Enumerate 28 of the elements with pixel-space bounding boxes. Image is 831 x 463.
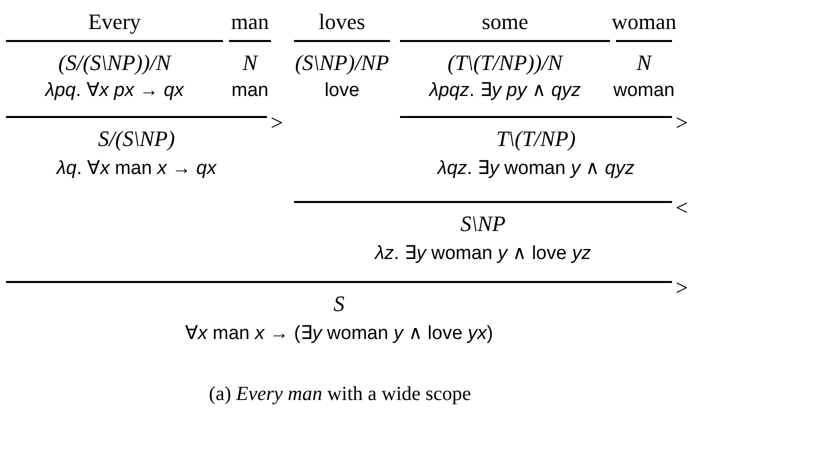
word-label: Every xyxy=(88,8,141,36)
semantics-formula: λz. ∃y woman y ∧ love yz xyxy=(375,242,591,266)
category-label: S xyxy=(334,291,344,317)
category-label: N xyxy=(636,50,652,76)
rule-marker: > xyxy=(270,112,283,134)
category-label: (T\(T/NP))/N xyxy=(448,50,562,76)
category-label: S\NP xyxy=(460,211,506,237)
category-label: (S/(S\NP))/N xyxy=(58,50,171,76)
semantics-formula: λpq. ∀x px → qx xyxy=(45,79,184,103)
word-label: loves xyxy=(318,8,366,36)
semantics-formula: λpqz. ∃y py ∧ qyz xyxy=(429,79,581,103)
word-label: some xyxy=(482,8,528,36)
semantics-formula: λq. ∀x man x → qx xyxy=(56,157,216,181)
word-label: man xyxy=(231,8,269,36)
caption: (a) Every man with a wide scope xyxy=(208,382,472,407)
rule-marker: > xyxy=(676,112,688,134)
semantics-formula: ∀x man x → (∃y woman y ∧ love yx) xyxy=(184,322,494,346)
category-label: S/(S\NP) xyxy=(98,126,175,152)
category-label: T\(T/NP) xyxy=(496,126,576,152)
semantics-formula: love xyxy=(324,79,360,103)
semantics-formula: λqz. ∃y woman y ∧ qyz xyxy=(438,157,634,181)
word-label: woman xyxy=(612,8,676,36)
rule-marker: > xyxy=(676,277,688,299)
semantics-formula: woman xyxy=(613,79,675,103)
semantics-formula: man xyxy=(232,79,268,103)
category-label: N xyxy=(242,50,258,76)
category-label: (S\NP)/NP xyxy=(294,50,390,76)
rule-marker: < xyxy=(676,197,688,219)
